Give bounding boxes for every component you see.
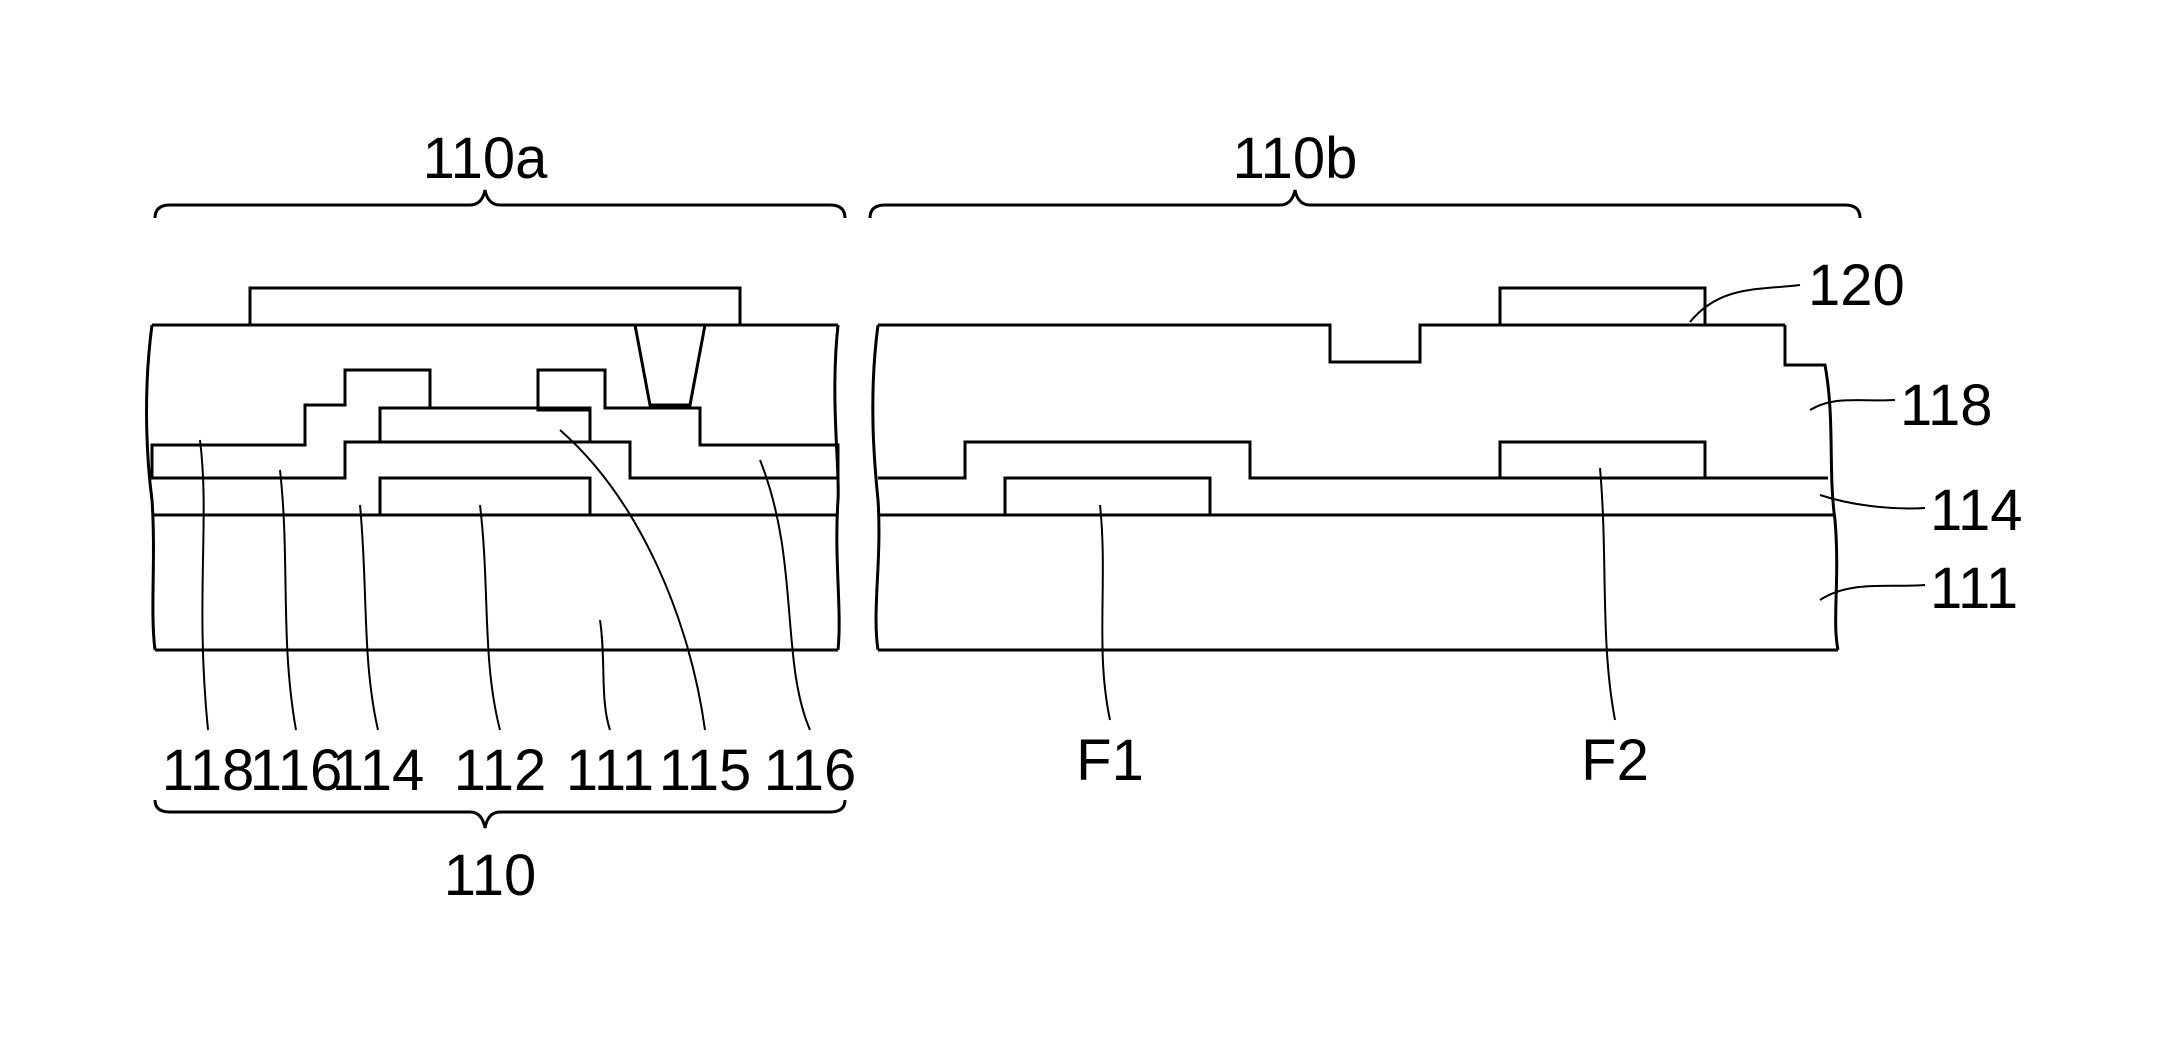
channel-115 <box>380 408 590 442</box>
label-116-a-left: 116 <box>250 738 342 803</box>
leader-118 <box>200 440 208 730</box>
right-break-line-b <box>1785 325 1838 650</box>
brace-110a <box>155 190 845 218</box>
feature-F2 <box>1500 442 1705 478</box>
label-110: 110 <box>444 843 536 908</box>
brace-110b <box>870 190 1860 218</box>
label-F1: F1 <box>1076 728 1144 793</box>
label-115-a: 115 <box>659 738 751 803</box>
brace-110 <box>155 800 845 828</box>
label-116-a-right: 116 <box>764 738 856 803</box>
right-break-line-a <box>835 325 839 650</box>
left-break-line-b <box>873 325 879 650</box>
top-electrode-a <box>250 288 740 405</box>
leader-112 <box>480 505 500 730</box>
leader-118-b <box>1810 400 1895 410</box>
label-110b: 110b <box>1233 126 1358 191</box>
label-114-b: 114 <box>1930 478 2022 543</box>
region-110a: 118 116 114 112 111 115 116 110 110a <box>147 126 857 908</box>
region-110b: 110b F1 F2 120 118 114 111 <box>870 126 2022 793</box>
gate-112 <box>380 478 590 515</box>
leader-116-left <box>280 470 296 730</box>
leader-115 <box>560 430 705 730</box>
leader-F2 <box>1600 468 1615 720</box>
layer-118-top-b <box>878 325 1785 362</box>
layer-114-top-b <box>878 442 1828 478</box>
layer-116-left <box>152 370 430 478</box>
label-112-a: 112 <box>454 738 546 803</box>
label-111-b: 111 <box>1930 556 2018 621</box>
label-F2: F2 <box>1581 728 1649 793</box>
label-118-b: 118 <box>1900 373 1992 438</box>
label-114-a: 114 <box>332 738 424 803</box>
electrode-120 <box>1500 288 1705 325</box>
leader-111 <box>600 620 610 730</box>
layer-114-a <box>152 442 838 478</box>
label-111-a: 111 <box>566 738 654 803</box>
label-118-a: 118 <box>162 738 254 803</box>
leader-114 <box>360 505 378 730</box>
left-break-line <box>147 325 155 650</box>
label-110a: 110a <box>423 126 548 191</box>
leader-114-b <box>1820 495 1925 508</box>
feature-F1 <box>1005 478 1210 515</box>
leader-116-right <box>760 460 810 730</box>
layer-116-right <box>538 370 838 478</box>
leader-F1 <box>1100 505 1110 720</box>
label-120: 120 <box>1808 253 1905 318</box>
